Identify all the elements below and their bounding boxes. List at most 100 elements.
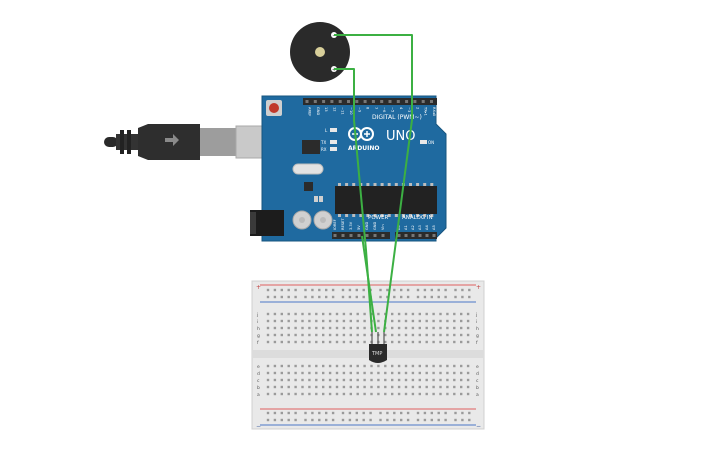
breadboard-hole[interactable] [356, 340, 359, 344]
breadboard-hole[interactable] [328, 340, 332, 344]
breadboard-hole[interactable] [315, 364, 318, 368]
breadboard-hole[interactable] [335, 326, 339, 330]
breadboard-hole[interactable] [362, 295, 365, 299]
breadboard-hole[interactable] [356, 392, 359, 396]
breadboard-hole[interactable] [418, 371, 421, 375]
breadboard-hole[interactable] [266, 392, 270, 396]
breadboard-hole[interactable] [391, 364, 394, 368]
breadboard-hole[interactable] [280, 295, 283, 299]
breadboard-hole[interactable] [391, 378, 394, 382]
breadboard-hole[interactable] [294, 288, 297, 292]
breadboard-hole[interactable] [432, 385, 435, 389]
breadboard-hole[interactable] [355, 411, 358, 415]
breadboard-hole[interactable] [266, 340, 270, 344]
breadboard-hole[interactable] [369, 411, 372, 415]
power-pin-hole[interactable] [373, 234, 377, 237]
breadboard-hole[interactable] [356, 333, 359, 337]
breadboard-hole[interactable] [287, 288, 290, 292]
power-pin-hole[interactable] [333, 234, 337, 237]
breadboard-hole[interactable] [404, 319, 408, 323]
usb-cable[interactable] [104, 124, 287, 160]
breadboard-hole[interactable] [342, 364, 346, 368]
breadboard-hole[interactable] [411, 312, 415, 316]
breadboard-hole[interactable] [460, 385, 463, 389]
breadboard-hole[interactable] [294, 385, 297, 389]
breadboard-hole[interactable] [273, 333, 277, 337]
breadboard-hole[interactable] [418, 392, 421, 396]
breadboard-hole[interactable] [322, 392, 325, 396]
digital-pin-hole[interactable] [396, 100, 400, 103]
breadboard-hole[interactable] [311, 418, 314, 422]
breadboard-hole[interactable] [287, 371, 290, 375]
breadboard-hole[interactable] [454, 288, 457, 292]
breadboard-hole[interactable] [356, 371, 359, 375]
breadboard-hole[interactable] [439, 378, 442, 382]
breadboard-hole[interactable] [446, 333, 449, 337]
breadboard-hole[interactable] [370, 364, 373, 368]
breadboard-hole[interactable] [363, 326, 366, 330]
breadboard-hole[interactable] [423, 418, 427, 422]
breadboard-hole[interactable] [266, 333, 270, 337]
breadboard-hole[interactable] [404, 340, 408, 344]
breadboard-hole[interactable] [432, 312, 435, 316]
breadboard-hole[interactable] [325, 288, 328, 292]
breadboard-hole[interactable] [386, 418, 389, 422]
breadboard-hole[interactable] [418, 333, 421, 337]
breadboard-hole[interactable] [273, 319, 277, 323]
breadboard-hole[interactable] [460, 364, 463, 368]
breadboard-hole[interactable] [342, 392, 346, 396]
breadboard-hole[interactable] [384, 364, 387, 368]
breadboard-hole[interactable] [411, 319, 415, 323]
breadboard-hole[interactable] [397, 385, 401, 389]
breadboard-hole[interactable] [308, 385, 311, 389]
breadboard-hole[interactable] [468, 288, 471, 292]
breadboard-hole[interactable] [342, 340, 346, 344]
breadboard-hole[interactable] [386, 295, 389, 299]
breadboard-hole[interactable] [287, 319, 290, 323]
breadboard-hole[interactable] [266, 364, 270, 368]
breadboard-hole[interactable] [341, 288, 345, 292]
breadboard-hole[interactable] [454, 295, 457, 299]
breadboard-hole[interactable] [444, 288, 447, 292]
breadboard-hole[interactable] [266, 378, 270, 382]
breadboard-hole[interactable] [418, 385, 421, 389]
digital-header[interactable] [303, 98, 437, 105]
power-pin-hole[interactable] [365, 234, 369, 237]
breadboard-hole[interactable] [439, 319, 442, 323]
digital-pin-hole[interactable] [413, 100, 417, 103]
breadboard-hole[interactable] [280, 418, 283, 422]
breadboard-hole[interactable] [397, 312, 401, 316]
breadboard-hole[interactable] [349, 312, 352, 316]
breadboard-hole[interactable] [308, 378, 311, 382]
breadboard-hole[interactable] [362, 411, 365, 415]
breadboard-hole[interactable] [348, 411, 352, 415]
breadboard-hole[interactable] [418, 364, 421, 368]
breadboard-hole[interactable] [432, 333, 435, 337]
breadboard-hole[interactable] [280, 340, 283, 344]
breadboard-hole[interactable] [437, 411, 440, 415]
breadboard-hole[interactable] [356, 364, 359, 368]
wires[interactable] [334, 34, 413, 333]
breadboard-hole[interactable] [335, 378, 339, 382]
breadboard-hole[interactable] [466, 378, 470, 382]
breadboard-hole[interactable] [466, 340, 470, 344]
breadboard-hole[interactable] [377, 385, 380, 389]
breadboard-hole[interactable] [370, 378, 373, 382]
breadboard-hole[interactable] [287, 364, 290, 368]
breadboard-hole[interactable] [430, 411, 433, 415]
breadboard-hole[interactable] [391, 371, 394, 375]
breadboard-hole[interactable] [266, 288, 270, 292]
breadboard-hole[interactable] [384, 392, 387, 396]
breadboard-hole[interactable] [363, 371, 366, 375]
breadboard-hole[interactable] [404, 312, 408, 316]
breadboard-hole[interactable] [315, 326, 318, 330]
breadboard-hole[interactable] [430, 288, 433, 292]
breadboard-hole[interactable] [446, 312, 449, 316]
digital-pin-hole[interactable] [313, 100, 317, 103]
breadboard-hole[interactable] [294, 371, 297, 375]
breadboard-hole[interactable] [266, 411, 270, 415]
breadboard-hole[interactable] [294, 378, 297, 382]
breadboard-hole[interactable] [363, 333, 366, 337]
breadboard-hole[interactable] [294, 333, 297, 337]
